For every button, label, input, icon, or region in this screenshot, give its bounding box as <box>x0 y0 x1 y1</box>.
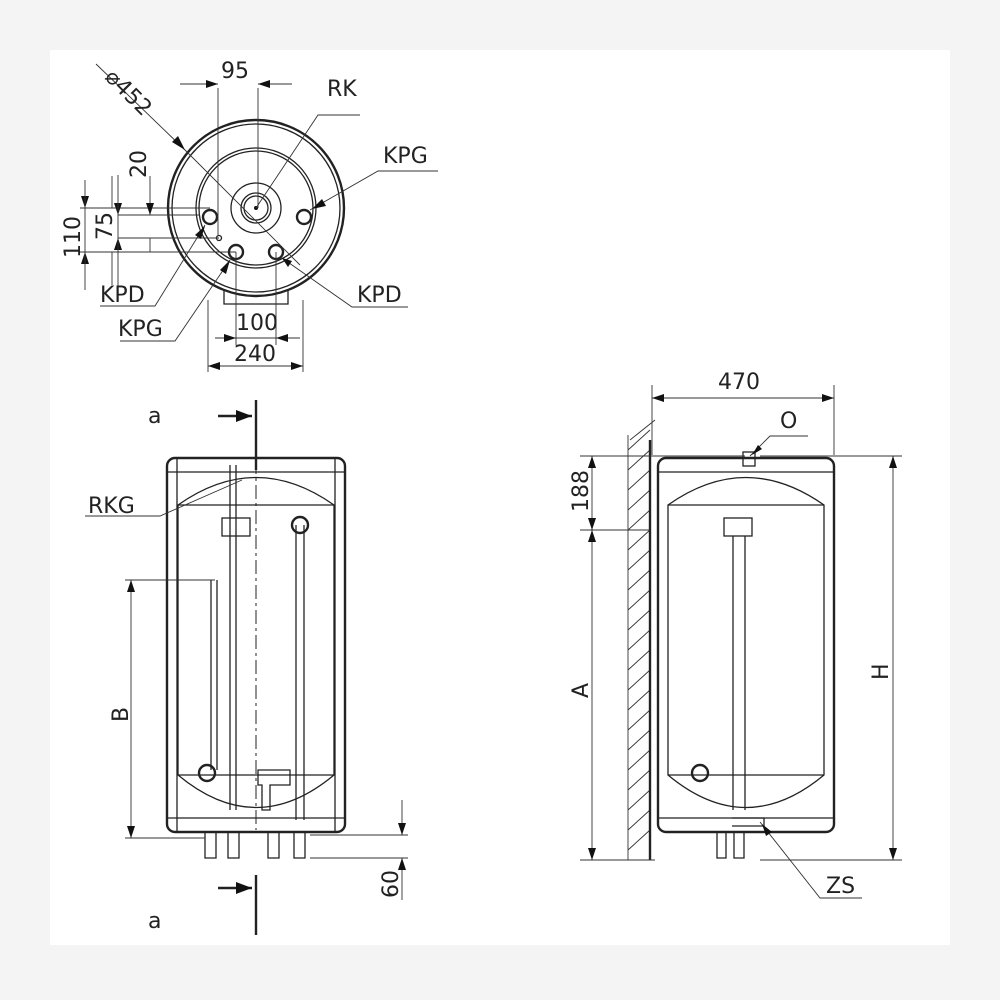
label-zs: ZS <box>826 874 855 899</box>
dim-60: 60 <box>379 870 404 898</box>
kpd-left-port <box>201 208 219 226</box>
dim-188: 188 <box>569 470 594 512</box>
label-rkg: RKG <box>88 494 135 519</box>
kpg-right-port <box>295 208 313 226</box>
front-view: a a RKG B 60 <box>85 400 408 935</box>
side-view: 470 O 188 A H ZS <box>569 370 902 899</box>
wall-hatching <box>627 429 651 851</box>
section-a-top: a <box>148 404 161 429</box>
section-a-bottom: a <box>148 909 161 934</box>
dim-470: 470 <box>718 370 760 395</box>
label-kpg-left: KPG <box>118 317 163 342</box>
sheet <box>50 50 950 945</box>
dim-a: A <box>569 683 594 698</box>
dim-20: 20 <box>127 150 152 178</box>
dim-b: B <box>109 707 134 722</box>
label-o: O <box>780 409 797 434</box>
label-kpg-right: KPG <box>383 144 428 169</box>
top-view: ⌀452 95 RK KPG 110 75 20 KPD KPG KPD 100… <box>61 59 438 372</box>
label-kpd-right: KPD <box>357 283 402 308</box>
dim-95: 95 <box>221 59 249 84</box>
dim-110: 110 <box>61 216 86 258</box>
dim-240: 240 <box>234 342 276 367</box>
dim-h: H <box>869 663 894 680</box>
dim-75: 75 <box>93 212 118 240</box>
label-rk: RK <box>327 77 357 102</box>
dim-100: 100 <box>236 311 278 336</box>
label-kpd-left: KPD <box>100 283 145 308</box>
